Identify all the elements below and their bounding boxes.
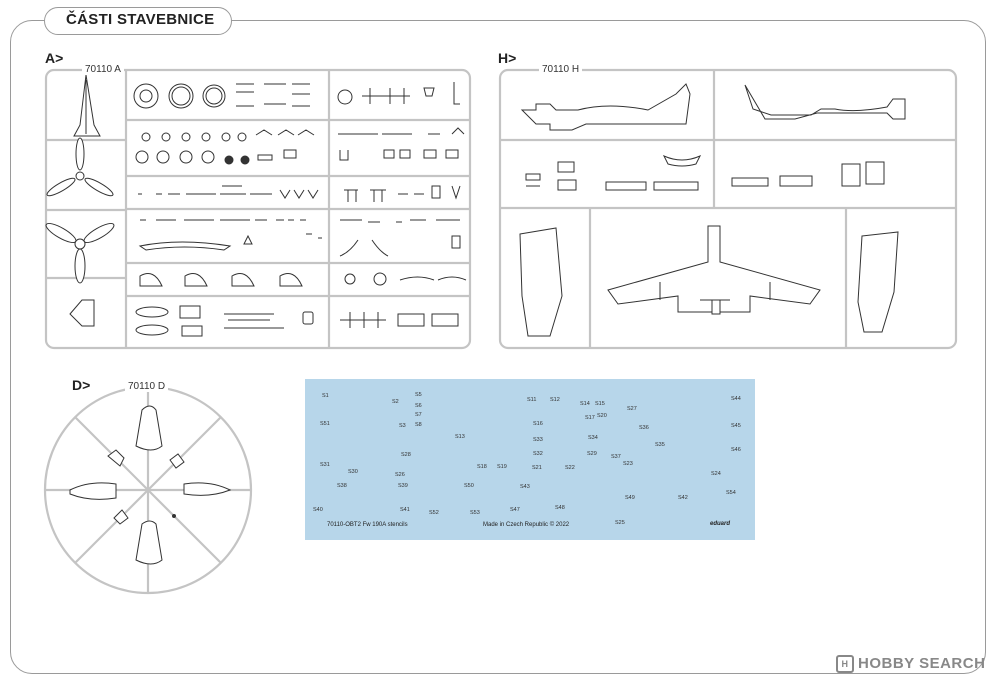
decal-label: S42 <box>678 495 688 501</box>
decal-label: S48 <box>555 505 565 511</box>
decal-brand-logo: eduard <box>710 521 731 527</box>
decal-label: S44 <box>731 396 741 402</box>
decal-label: S41 <box>400 507 410 513</box>
fuselage-half-right <box>744 84 906 120</box>
decal-code-text: 70110-OBT2 Fw 190A stencils <box>327 522 408 528</box>
decal-label: S32 <box>533 451 543 457</box>
page-title: ČÁSTI STAVEBNICE <box>66 11 215 28</box>
decal-label: S26 <box>395 472 405 478</box>
decal-label: S20 <box>597 413 607 419</box>
decal-label: S33 <box>533 437 543 443</box>
decal-label: S51 <box>320 421 330 427</box>
spinner-part <box>69 299 95 327</box>
sprue-a-code: 70110 A <box>82 64 124 75</box>
decal-label: S16 <box>533 421 543 427</box>
wing-spar-part <box>138 241 232 251</box>
decal-origin-text: Made in Czech Republic © 2022 <box>483 522 570 528</box>
flap-part <box>605 181 699 191</box>
decal-label: S19 <box>497 464 507 470</box>
decal-label: S39 <box>398 483 408 489</box>
decal-label: S50 <box>464 483 474 489</box>
decal-label: S23 <box>623 461 633 467</box>
decal-label: S14 <box>580 401 590 407</box>
decal-label: S8 <box>415 422 422 428</box>
decal-label: S21 <box>532 465 542 471</box>
page-frame <box>10 20 986 674</box>
decal-label: S22 <box>565 465 575 471</box>
fuselage-half-left <box>520 83 691 131</box>
decal-sheet: S1 S2 S3 S5 S6 S7 S8 S11 S12 S13 S14 S15… <box>305 379 755 540</box>
decal-label: S29 <box>587 451 597 457</box>
decal-label: S47 <box>510 507 520 513</box>
decal-label: S2 <box>392 399 399 405</box>
section-a-label: A> <box>45 50 64 66</box>
wing-upper-right <box>857 231 899 333</box>
decal-label: S28 <box>401 452 411 458</box>
decal-label: S30 <box>348 469 358 475</box>
sprue-h-code: 70110 H <box>539 64 583 75</box>
propeller-part-2 <box>45 222 115 284</box>
decal-label: S38 <box>337 483 347 489</box>
decal-label: S13 <box>455 434 465 440</box>
decal-label: S27 <box>627 406 637 412</box>
hobby-search-logo-icon: H <box>836 655 854 673</box>
lower-wing-part <box>607 225 821 313</box>
decal-label: S40 <box>313 507 323 513</box>
decal-label: S1 <box>322 393 329 399</box>
fuselage-nose-part <box>73 74 101 137</box>
canopy-part-bottom <box>135 520 163 565</box>
decal-label: S45 <box>731 423 741 429</box>
decal-label: S52 <box>429 510 439 516</box>
decal-label: S34 <box>588 435 598 441</box>
decal-label: S12 <box>550 397 560 403</box>
section-d-label: D> <box>72 377 91 393</box>
decal-label: S17 <box>585 415 595 421</box>
decal-label: S5 <box>415 392 422 398</box>
decal-label: S24 <box>711 471 721 477</box>
decal-label: S37 <box>611 454 621 460</box>
decal-label: S7 <box>415 412 422 418</box>
propeller-part <box>46 137 114 197</box>
decal-label: S11 <box>527 397 537 403</box>
decal-label: S53 <box>470 510 480 516</box>
decal-label: S18 <box>477 464 487 470</box>
windscreen-part-left <box>69 482 117 500</box>
decal-label: S46 <box>731 447 741 453</box>
canopy-part-top <box>135 405 163 451</box>
decal-label: S3 <box>399 423 406 429</box>
section-h-label: H> <box>498 50 517 66</box>
decal-label: S35 <box>655 442 665 448</box>
decal-label: S36 <box>639 425 649 431</box>
decal-label: S25 <box>615 520 625 526</box>
decal-label: S31 <box>320 462 330 468</box>
decal-label: S15 <box>595 401 605 407</box>
title-box <box>44 7 232 35</box>
decal-label: S43 <box>520 484 530 490</box>
windscreen-part-right <box>183 482 232 496</box>
wing-upper-left <box>519 227 563 337</box>
sprue-d-code: 70110 D <box>125 381 169 392</box>
decal-label: S54 <box>726 490 736 496</box>
decal-label: S6 <box>415 403 422 409</box>
watermark-text: HOBBY SEARCH <box>858 655 986 672</box>
decal-label: S49 <box>625 495 635 501</box>
aileron-part <box>731 175 813 187</box>
